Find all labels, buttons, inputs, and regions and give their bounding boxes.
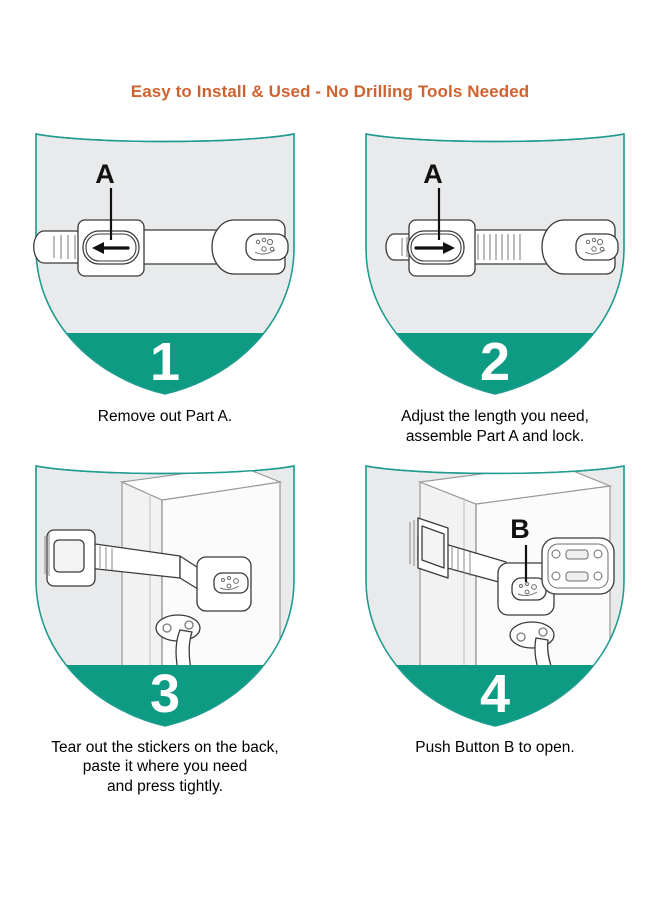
step-card-2: A 2 Adjust the length you need, assemble… [330, 128, 660, 447]
steps-row-bottom: 3 Tear out the stickers on the back, pas… [0, 460, 660, 797]
step-1-caption: Remove out Part A. [97, 408, 233, 425]
lock-detail-dots [254, 237, 276, 255]
step-2-caption: Adjust the length you need, assemble Par… [401, 408, 589, 445]
wall-mount-plate [541, 537, 615, 595]
page-title: Easy to Install & Used - No Drilling Too… [130, 82, 530, 101]
step-3-illustration: 3 [30, 460, 300, 732]
step-number-1: 1 [150, 332, 180, 392]
lock-detail-dots-3 [219, 575, 240, 590]
cabinet-scene-3 [44, 465, 283, 711]
plate-slot-top [565, 549, 589, 560]
direction-arrow-1 [92, 242, 130, 254]
steps-grid: A 1 Remove out Part A. [0, 128, 660, 797]
step-number-4: 4 [480, 664, 510, 724]
step-1-illustration: A 1 [30, 128, 300, 400]
step-number-2: 2 [480, 332, 510, 392]
lock-button-face-4 [511, 577, 547, 601]
step-card-4: B 4 Push Button B to open. [330, 460, 660, 797]
plate-slot-bottom [565, 571, 589, 582]
step-number-3: 3 [150, 664, 180, 724]
step-2-illustration: A 2 [360, 128, 630, 400]
callout-label-1: A [95, 159, 115, 189]
step-3-caption: Tear out the stickers on the back, paste… [51, 738, 279, 796]
step-card-1: A 1 Remove out Part A. [0, 128, 330, 447]
callout-label-4: B [510, 514, 530, 544]
step-4-caption: Push Button B to open. [415, 738, 575, 756]
step-card-3: 3 Tear out the stickers on the back, pas… [0, 460, 330, 797]
direction-arrow-2 [414, 242, 455, 254]
lock-button-face [245, 233, 289, 261]
lock-button-face-3 [213, 572, 249, 594]
lock-detail-dots-4 [517, 581, 538, 596]
lock-button-face [575, 233, 619, 261]
step-4-illustration: B 4 [360, 460, 630, 732]
lock-detail-dots [584, 237, 606, 255]
callout-label-2: A [423, 159, 443, 189]
steps-row-top: A 1 Remove out Part A. [0, 128, 660, 447]
